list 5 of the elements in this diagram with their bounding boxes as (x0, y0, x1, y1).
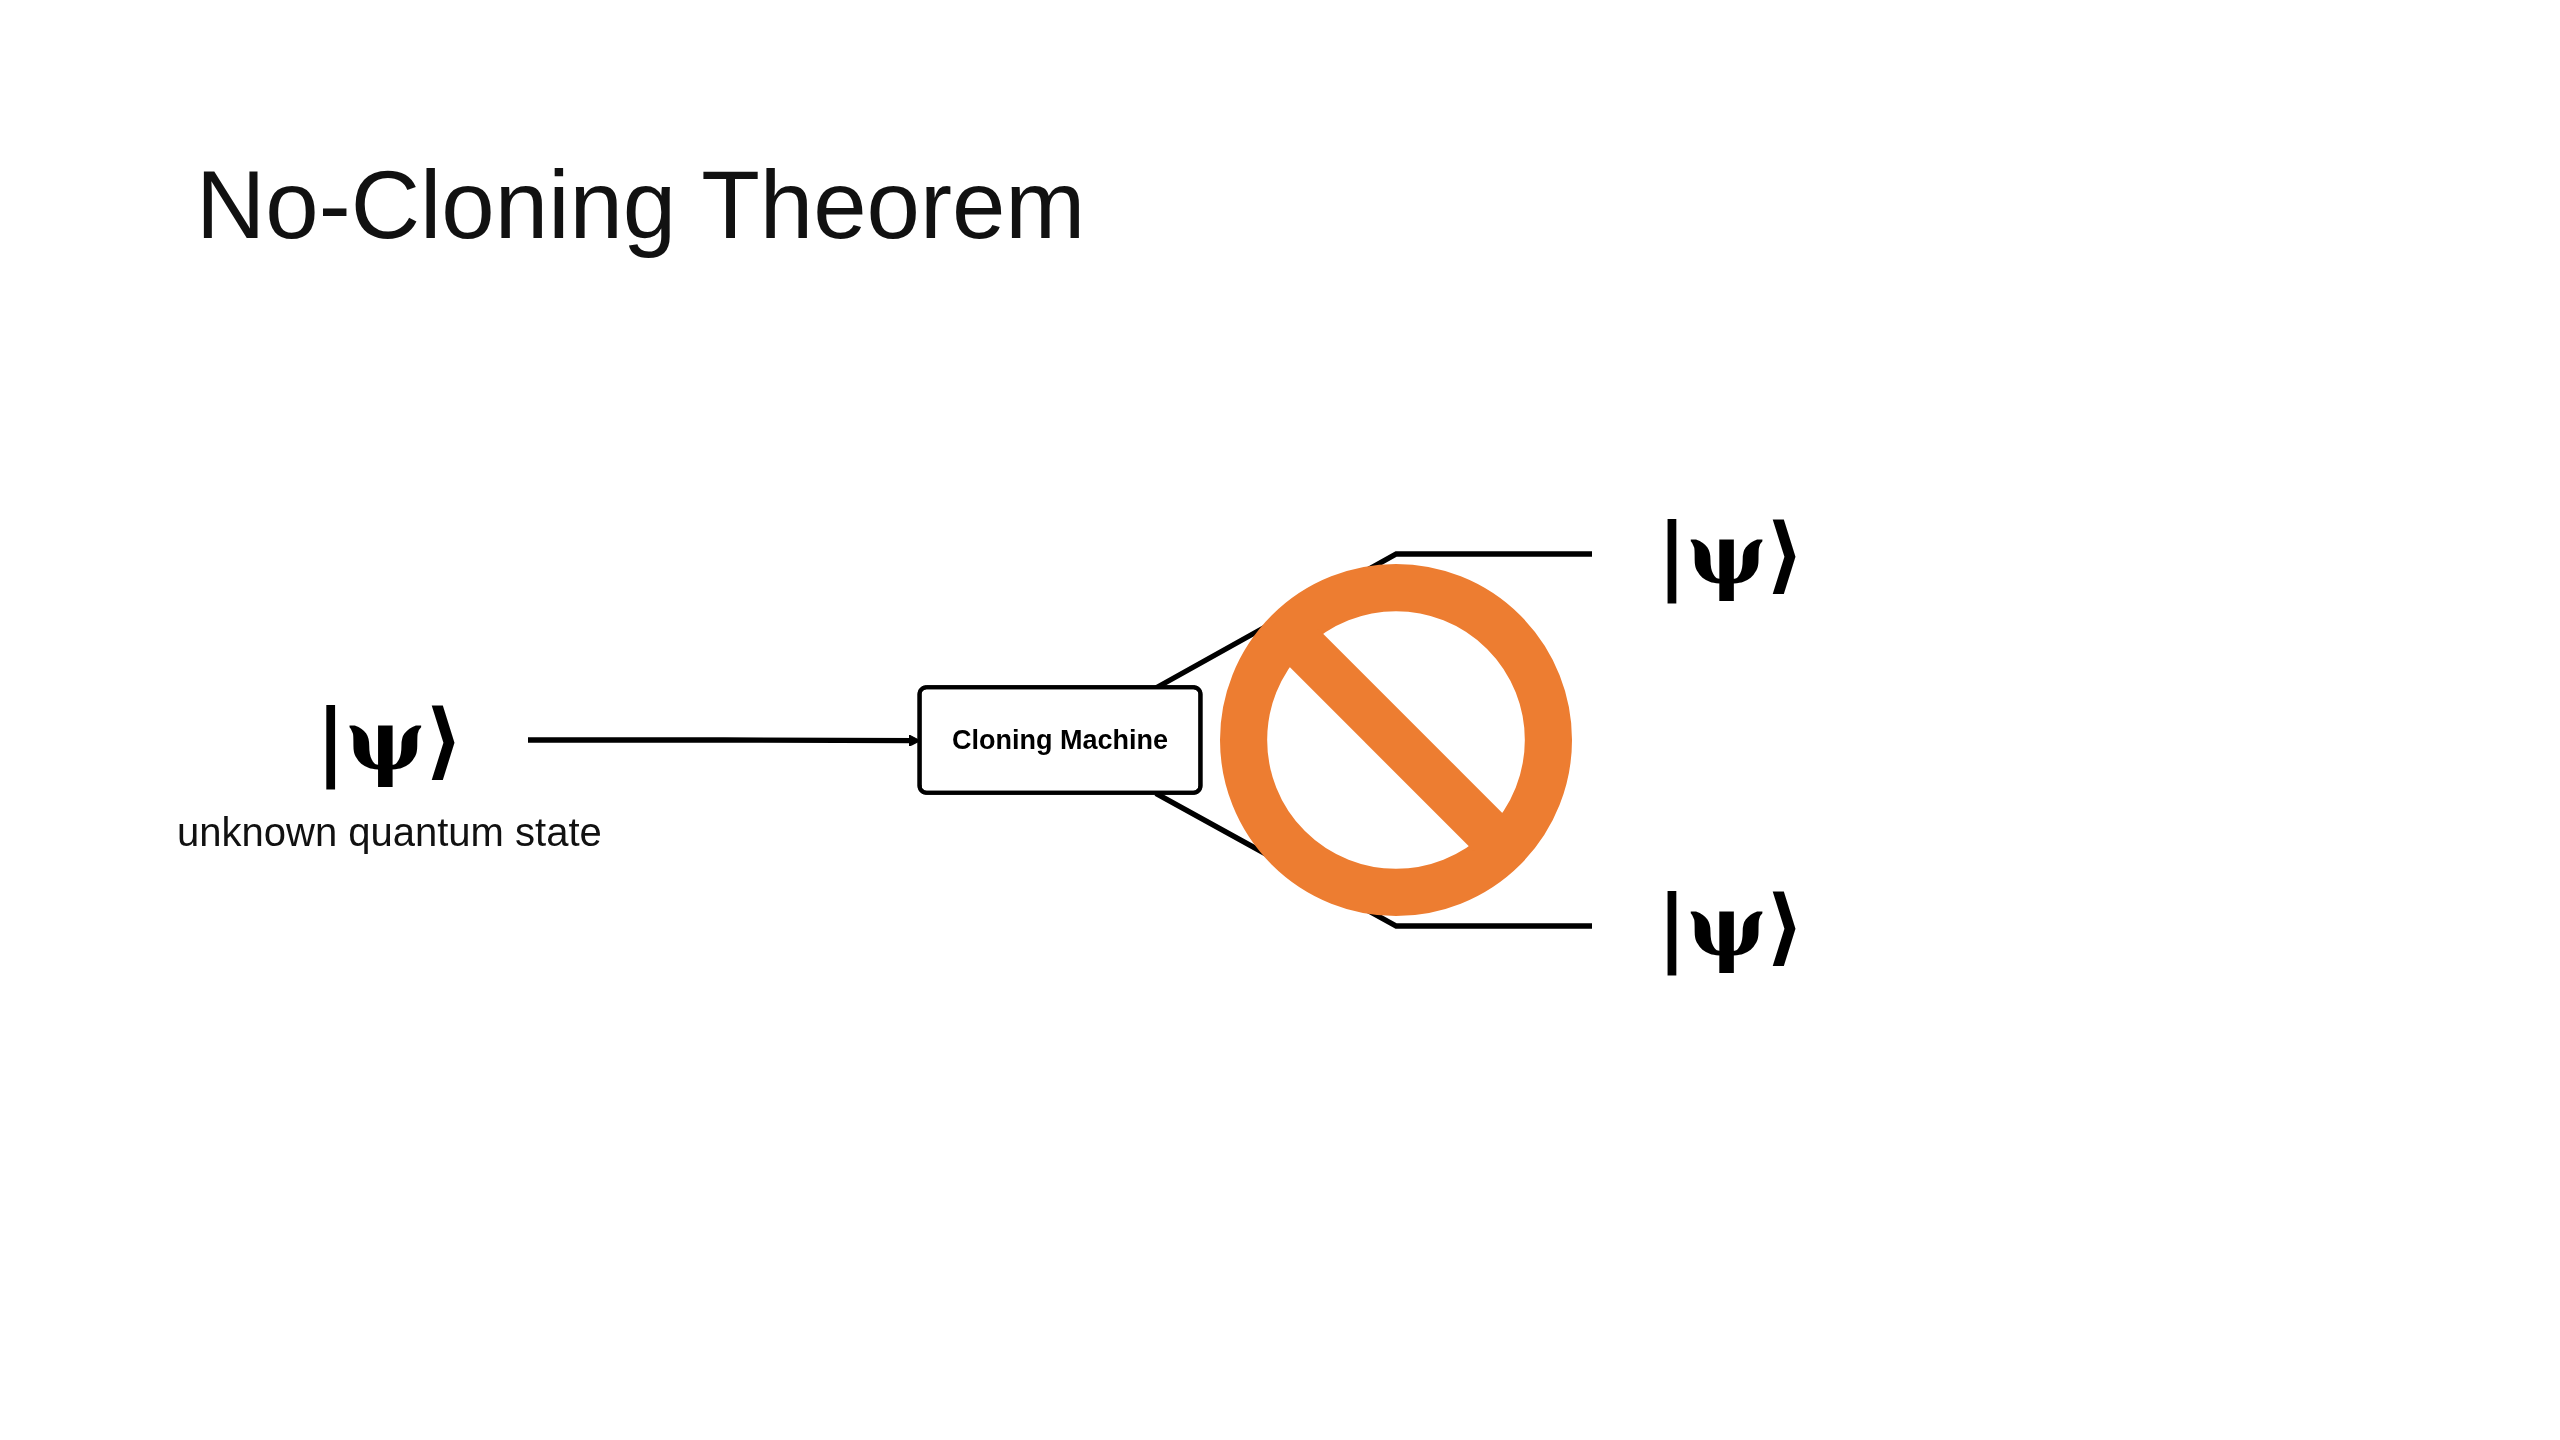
node-caption: unknown quantum state (177, 810, 602, 856)
node-text: |ψ⟩ (315, 690, 464, 789)
node-text: |ψ⟩ (1656, 876, 1805, 975)
node-text: |ψ⟩ (1656, 504, 1805, 603)
slide-title: No-Cloning Theorem (196, 150, 1086, 260)
